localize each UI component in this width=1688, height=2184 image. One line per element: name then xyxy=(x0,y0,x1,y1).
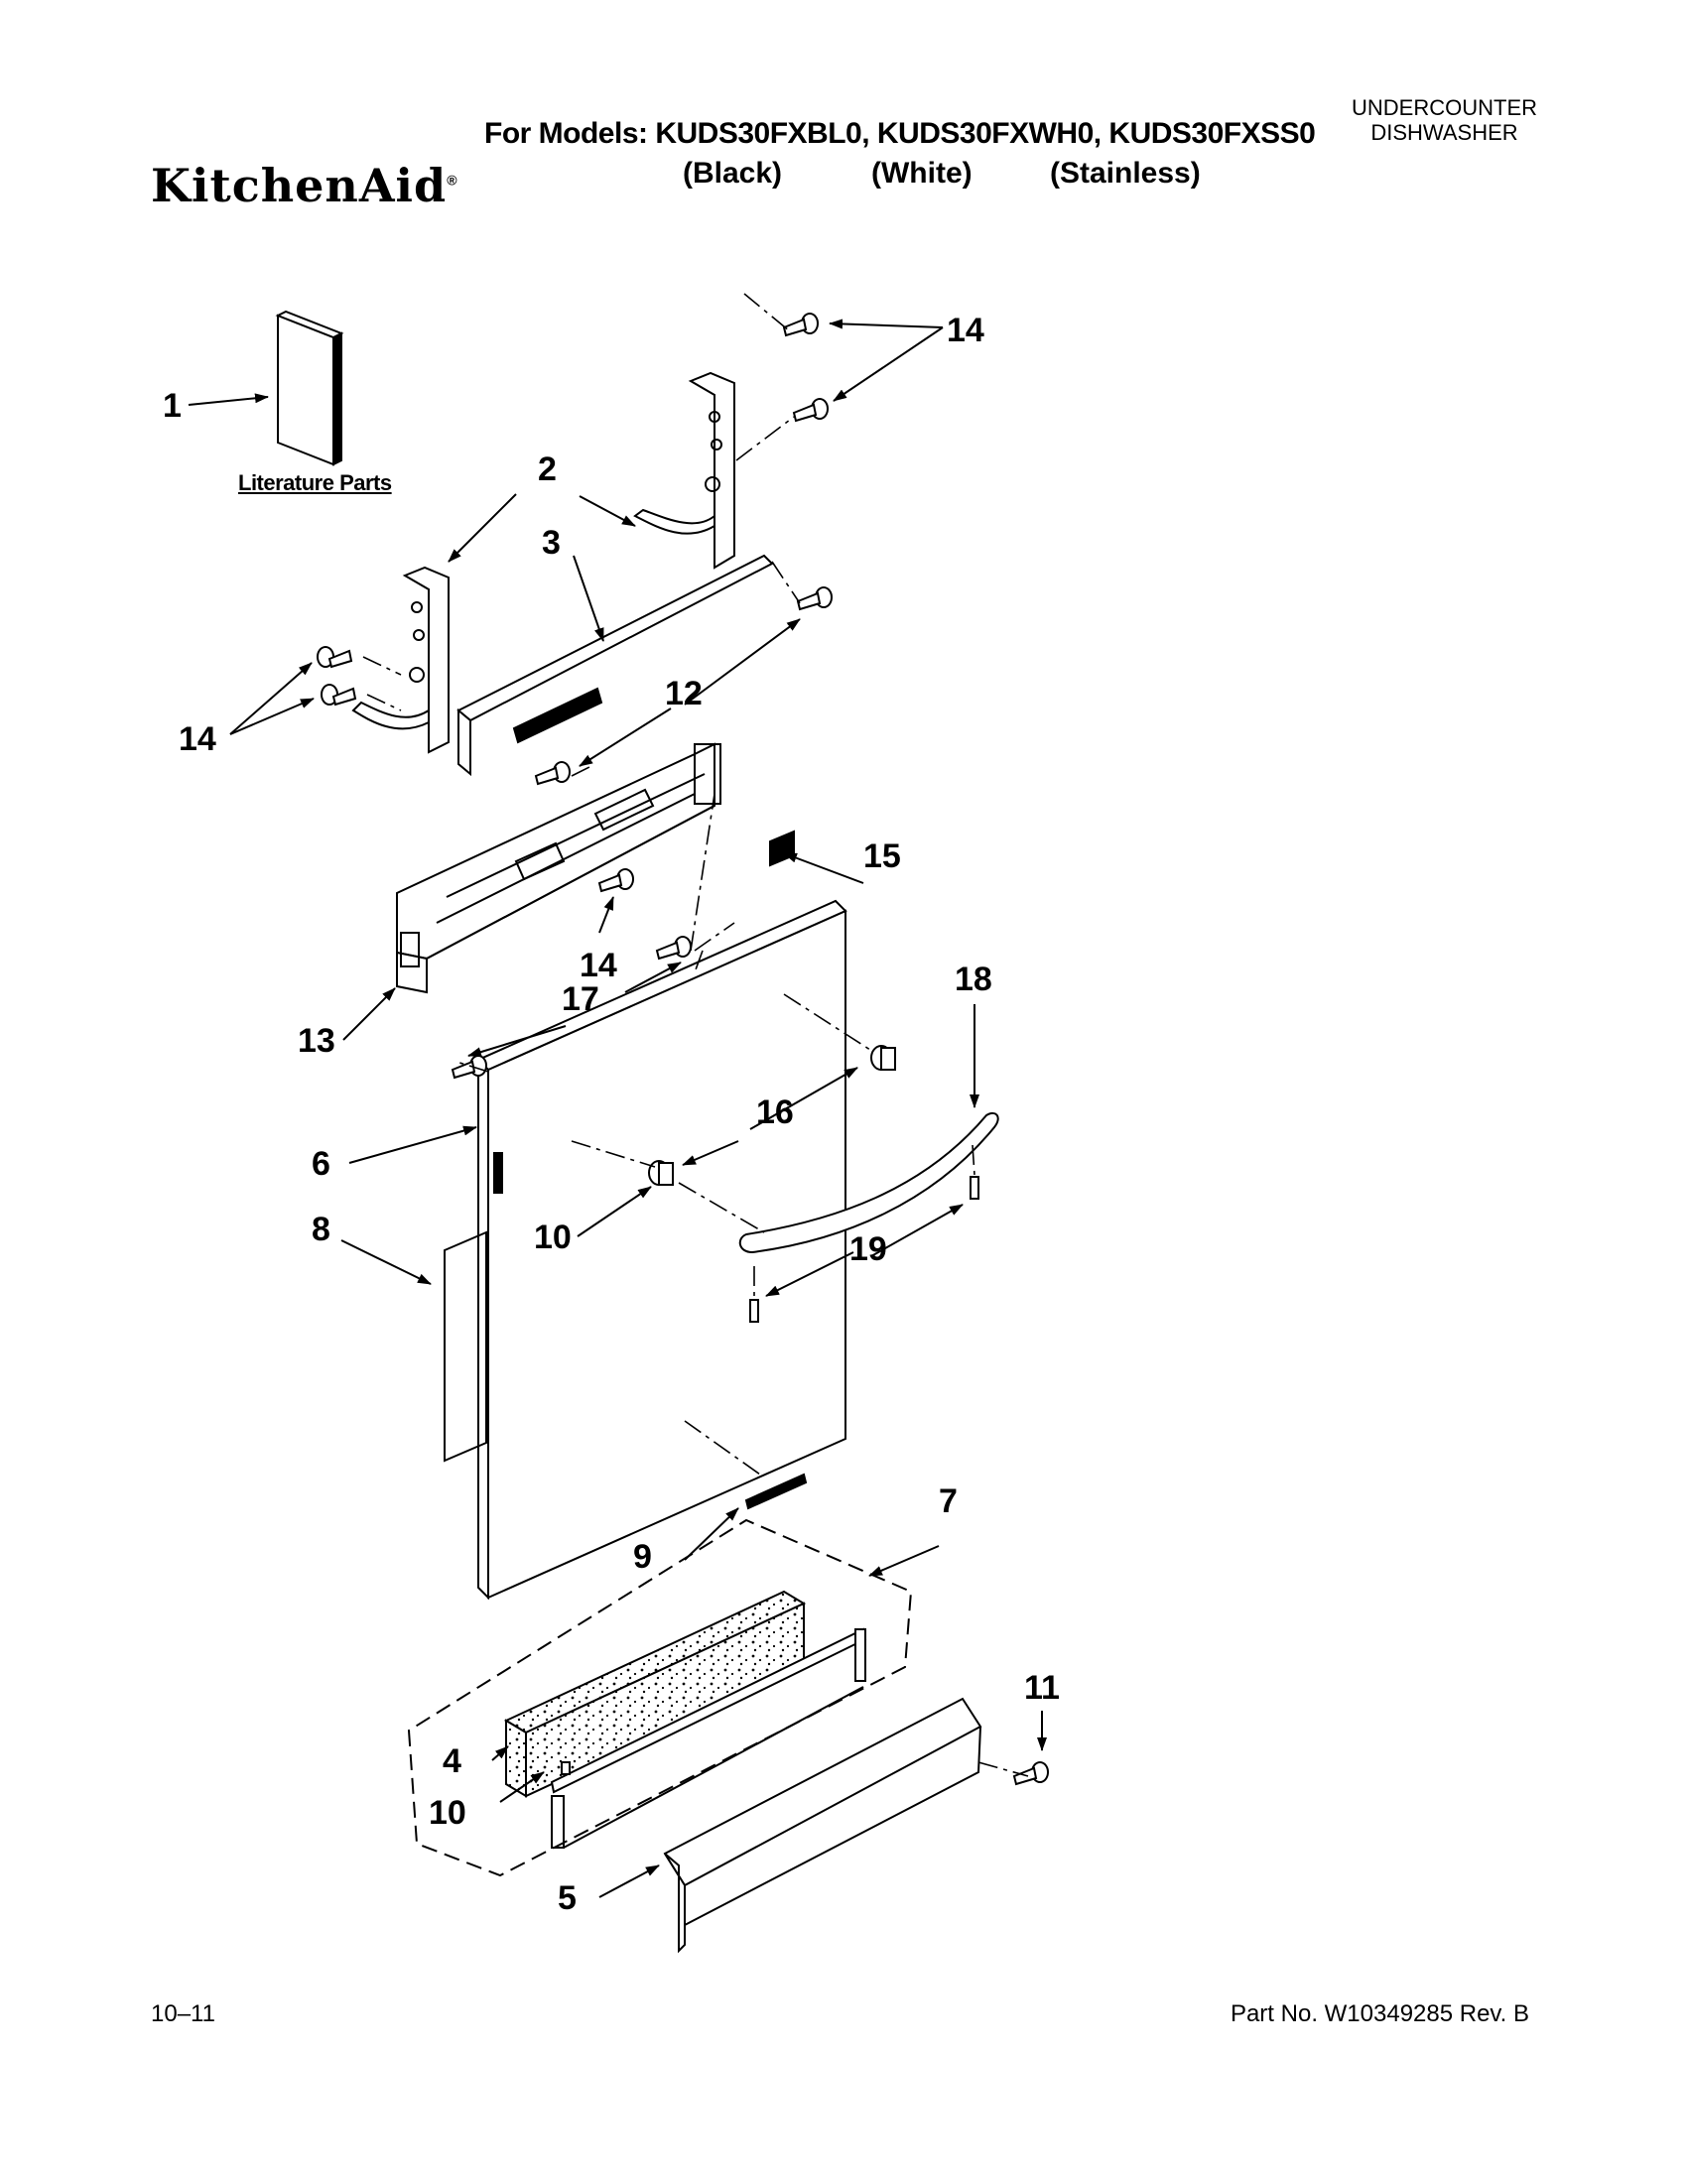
nameplate xyxy=(744,1473,808,1510)
top-vent-rail xyxy=(456,554,774,777)
alignment-line xyxy=(362,293,1029,1777)
callout-3: 3 xyxy=(542,524,561,562)
callout-8: 8 xyxy=(312,1211,330,1248)
brand-mark: ® xyxy=(447,172,458,189)
callout-14-top: 14 xyxy=(947,312,984,349)
callout-11: 11 xyxy=(1024,1669,1060,1707)
callout-19: 19 xyxy=(849,1230,887,1268)
models-line: For Models: KUDS30FXBL0, KUDS30FXWH0, KU… xyxy=(484,117,1316,150)
color-stainless: (Stainless) xyxy=(1050,157,1201,190)
product-type-line-1: UNDERCOUNTER xyxy=(1352,95,1537,120)
leader-arrow xyxy=(188,319,1047,1898)
handle-pin xyxy=(970,1176,979,1200)
callout-15: 15 xyxy=(863,837,901,875)
callout-numbers: 1 2 3 4 5 6 7 8 9 10 10 11 12 13 14 14 1… xyxy=(163,312,1060,1917)
control-console xyxy=(396,742,721,994)
door-handle xyxy=(738,1111,999,1254)
color-black: (Black) xyxy=(683,157,783,190)
handle-pin xyxy=(749,1299,759,1323)
left-door-bracket xyxy=(351,566,450,754)
brand-logo: KitchenAid® xyxy=(151,159,458,212)
callout-10: 10 xyxy=(534,1219,572,1256)
callout-17: 17 xyxy=(562,980,599,1018)
outer-door-panel xyxy=(476,899,847,1601)
callout-13: 13 xyxy=(298,1022,335,1060)
logo-badge xyxy=(769,830,795,867)
callout-6: 6 xyxy=(312,1145,330,1183)
callout-4: 4 xyxy=(443,1742,461,1780)
product-type-line-2: DISHWASHER xyxy=(1370,120,1518,145)
color-white: (White) xyxy=(871,157,973,190)
product-type: UNDERCOUNTER DISHWASHER xyxy=(1352,95,1537,145)
right-door-bracket xyxy=(633,371,735,570)
callout-16: 16 xyxy=(756,1093,794,1131)
callout-1: 1 xyxy=(163,387,182,425)
callout-12: 12 xyxy=(665,675,703,712)
revision-date: 10–11 xyxy=(151,2000,215,2027)
callout-5: 5 xyxy=(558,1879,577,1917)
callout-14-console: 14 xyxy=(580,947,617,984)
insulation-block xyxy=(503,1590,807,1798)
callout-2: 2 xyxy=(538,450,557,488)
literature-booklet xyxy=(275,310,344,466)
brand-name: KitchenAid xyxy=(151,159,448,212)
kit-outline xyxy=(407,1518,913,1877)
screw xyxy=(317,313,1049,1786)
callout-7: 7 xyxy=(939,1482,958,1520)
callout-14-left: 14 xyxy=(179,720,216,758)
literature-parts-label: Literature Parts xyxy=(238,470,392,495)
door-gasket xyxy=(444,1230,487,1463)
part-number: Part No. W10349285 Rev. B xyxy=(1230,2000,1529,2027)
callout-10-lower: 10 xyxy=(429,1794,466,1832)
callout-18: 18 xyxy=(955,961,992,998)
access-panel xyxy=(663,1697,982,1954)
callout-9: 9 xyxy=(633,1538,652,1576)
